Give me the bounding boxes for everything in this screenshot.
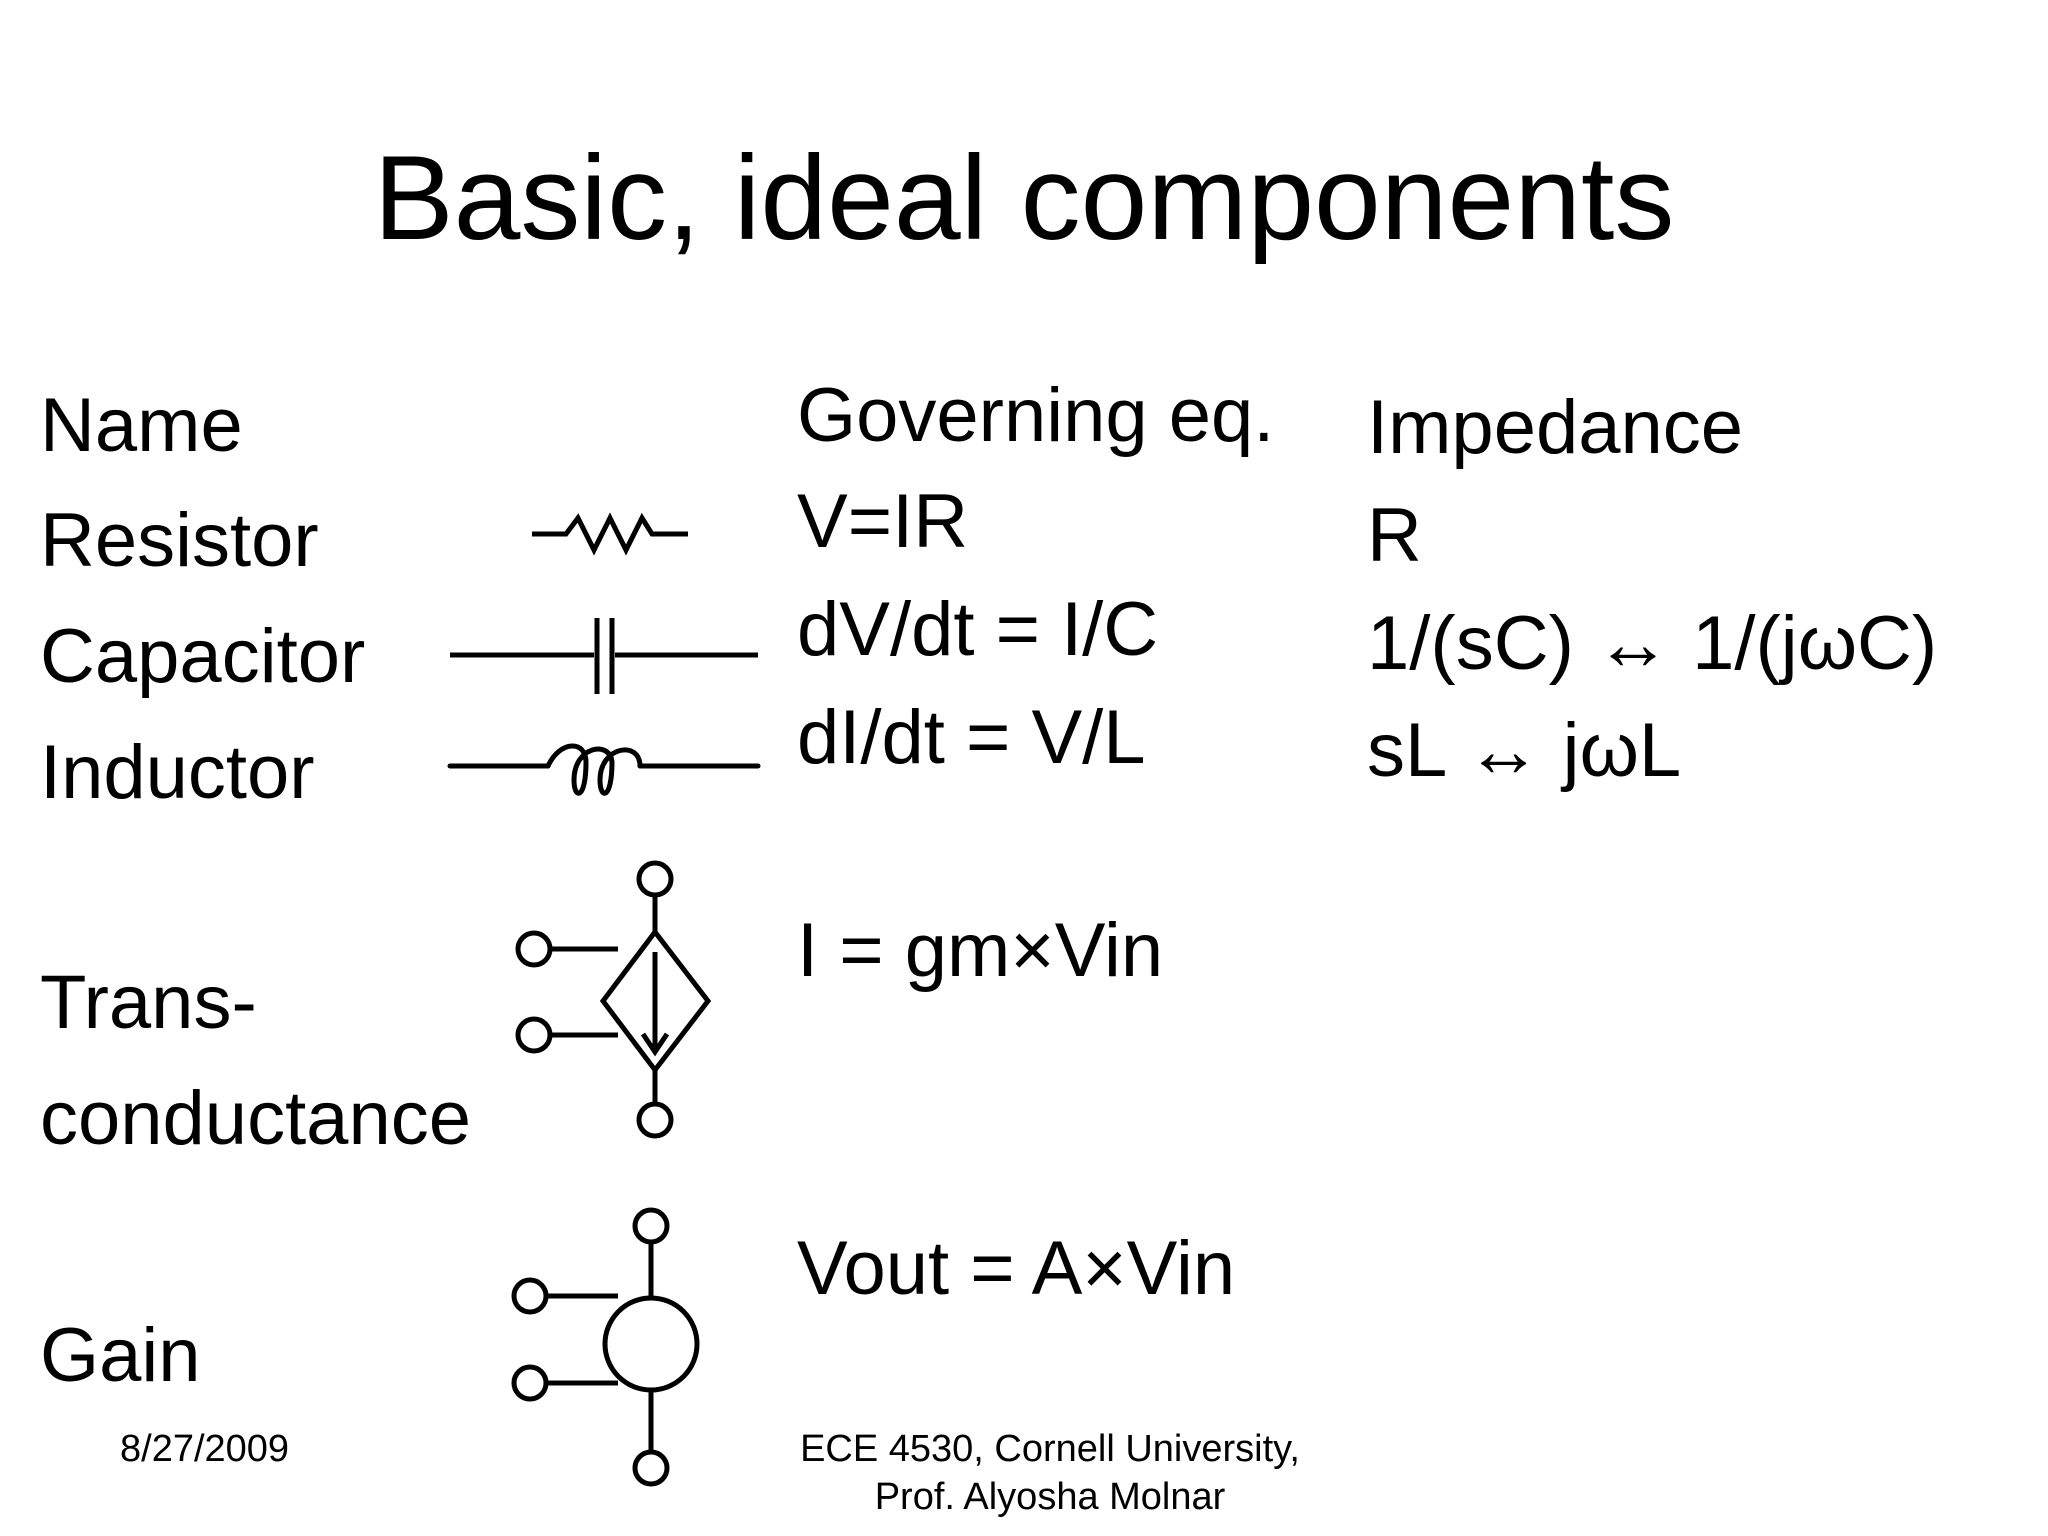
inductor-icon	[447, 743, 761, 796]
row-equation-capacitor: dV/dt = I/C	[797, 587, 1159, 672]
row-equation-gain: Vout = A×Vin	[797, 1226, 1236, 1311]
footer-course-line1: ECE 4530, Cornell University,	[800, 1428, 1300, 1470]
row-name-gain: Gain	[40, 1313, 201, 1398]
row-equation-resistor: V=IR	[797, 479, 969, 564]
footer-date: 8/27/2009	[120, 1428, 290, 1470]
slide-title: Basic, ideal components	[373, 131, 1675, 265]
header-impedance: Impedance	[1367, 385, 1744, 470]
row-name-capacitor: Capacitor	[40, 614, 366, 699]
row-impedance-inductor: sL ↔ jωL	[1367, 708, 1682, 793]
row-name-resistor: Resistor	[40, 498, 319, 583]
row-name-transconductance-line2: conductance	[40, 1076, 471, 1161]
row-name-transconductance-line1: Trans-	[40, 960, 257, 1045]
header-governing-equation: Governing eq.	[797, 373, 1275, 458]
row-equation-inductor: dI/dt = V/L	[797, 695, 1146, 780]
footer-course-line2: Prof. Alyosha Molnar	[874, 1476, 1226, 1518]
resistor-icon	[532, 512, 688, 556]
header-name: Name	[40, 383, 243, 468]
row-name-inductor: Inductor	[40, 730, 315, 815]
voltage-gain-source-icon	[511, 1207, 700, 1487]
capacitor-icon	[450, 618, 758, 694]
row-equation-transconductance: I = gm×Vin	[797, 908, 1164, 993]
transconductance-source-icon	[515, 860, 712, 1139]
row-impedance-resistor: R	[1367, 493, 1422, 578]
row-impedance-capacitor: 1/(sC) ↔ 1/(jωC)	[1367, 601, 1938, 686]
